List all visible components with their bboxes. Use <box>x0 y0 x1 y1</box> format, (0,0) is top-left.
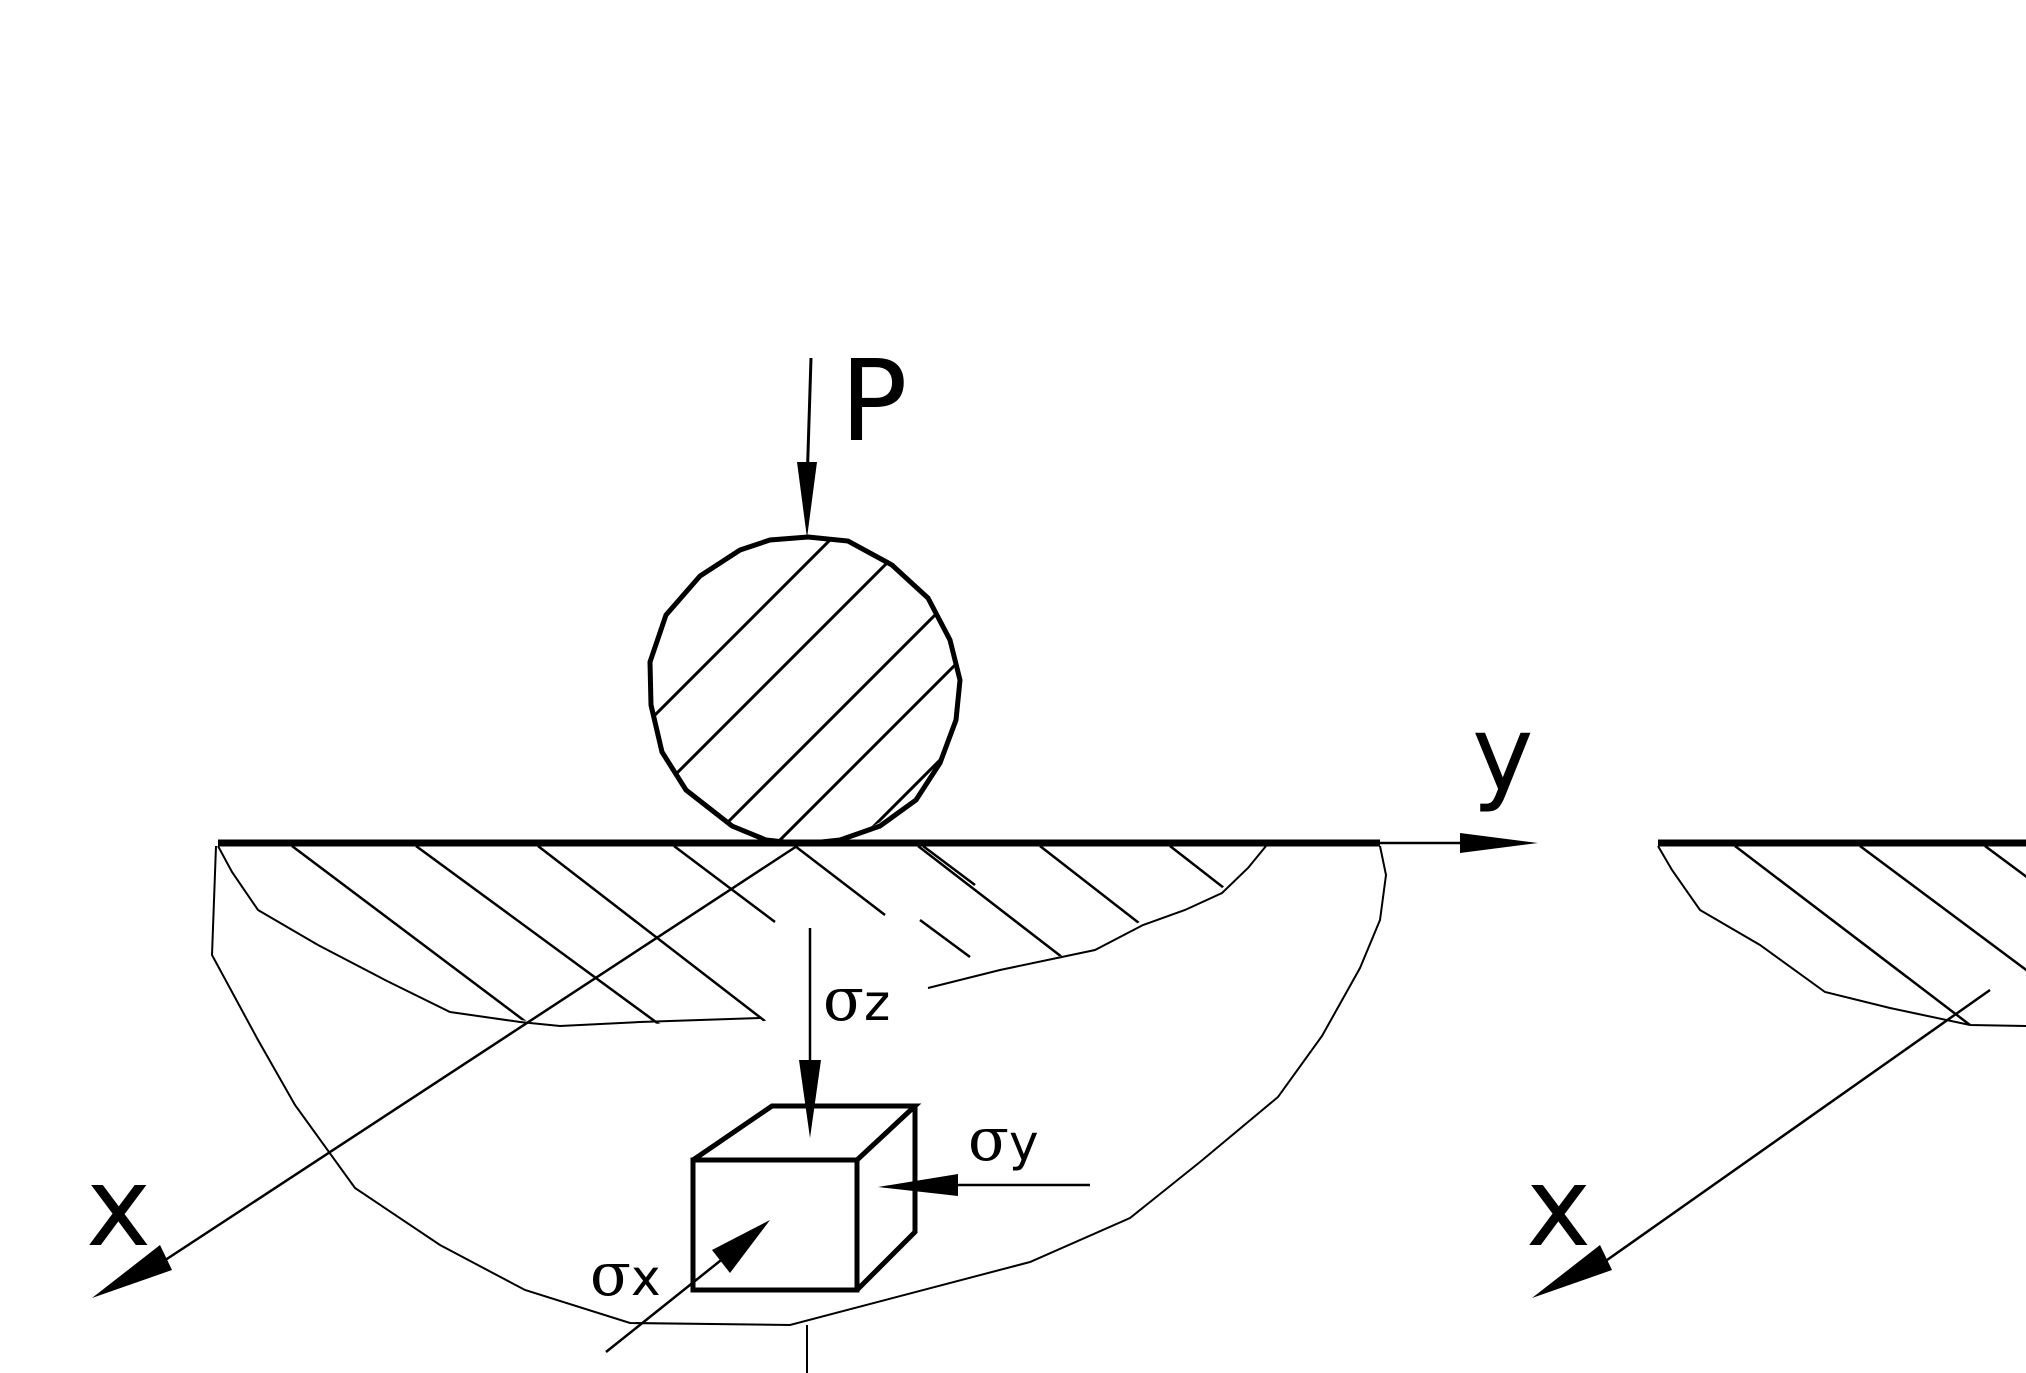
stress-x-label: σx <box>590 1240 661 1310</box>
right-figure: x <box>1526 839 2026 1298</box>
right-x-axis-label: x <box>1526 1143 1591 1271</box>
stress-z-arrow <box>799 928 821 1138</box>
force-label-p: P <box>840 337 908 467</box>
x-axis-arrow <box>92 844 798 1298</box>
left-figure: P y <box>86 337 1538 1373</box>
right-x-axis-arrow <box>1532 988 1991 1298</box>
force-arrow-p <box>797 357 817 538</box>
stress-element-cube <box>690 1103 922 1293</box>
y-axis-label: y <box>1472 693 1534 815</box>
stress-x-arrow <box>605 1220 770 1353</box>
stress-y-arrow <box>878 1174 1090 1196</box>
stress-z-label: σz <box>823 965 890 1035</box>
x-axis-label: x <box>86 1143 151 1271</box>
y-axis-arrow <box>1380 833 1538 853</box>
right-hatched-zone <box>1657 844 2026 1027</box>
stress-y-label: σy <box>968 1105 1039 1175</box>
stress-zone-boundary <box>210 845 1388 1373</box>
